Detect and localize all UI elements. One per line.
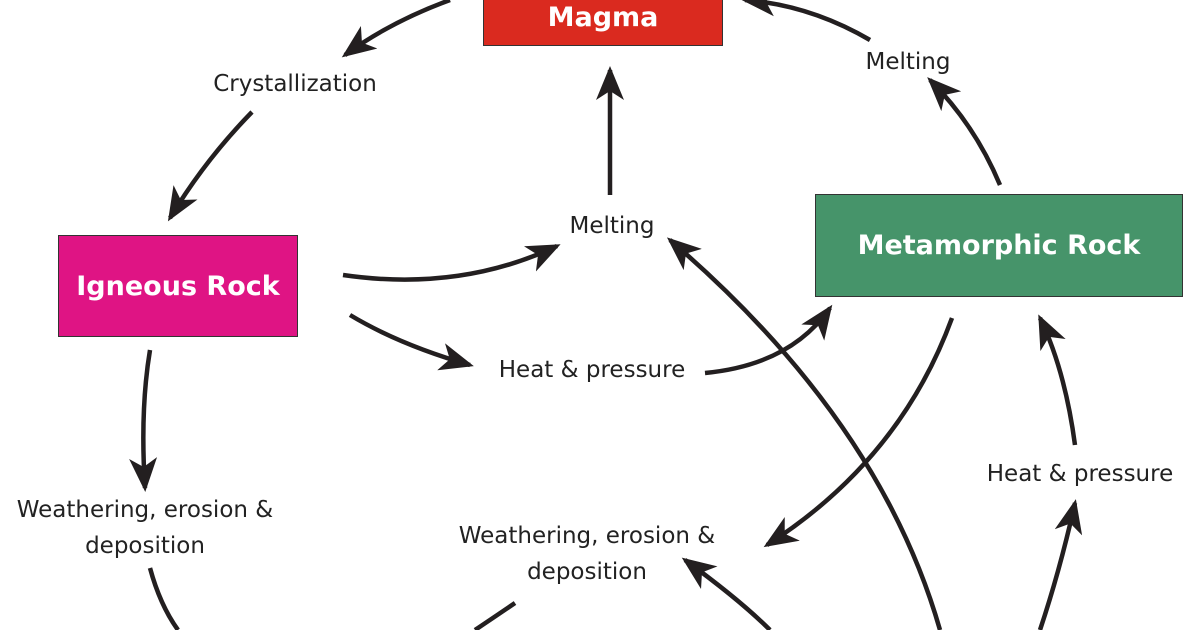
arrow-bottom-to-heat-pressure <box>1037 499 1083 630</box>
metamorphic-rock-label: Metamorphic Rock <box>857 230 1141 261</box>
weathering-center-line1: Weathering, erosion & <box>458 523 716 549</box>
weathering-left-line1: Weathering, erosion & <box>16 497 274 523</box>
igneous-rock-node: Igneous Rock <box>58 235 298 337</box>
melting-label-center: Melting <box>569 213 655 239</box>
arrow-melting-to-magma-top <box>741 0 872 42</box>
weathering-label-center: Weathering, erosion & deposition <box>446 518 728 590</box>
arrow-bottom-to-weathering-center <box>681 557 772 630</box>
arrow-heat-pressure-to-metamorphic <box>704 304 833 376</box>
arrow-metamorphic-to-weathering <box>763 317 955 548</box>
arrow-bottom-to-melting-center <box>666 237 943 630</box>
arrow-heat-pressure-to-metamorphic-right <box>1037 314 1078 446</box>
melting-label-top-right: Melting <box>865 49 951 75</box>
arrow-crystallization-to-igneous <box>167 110 254 222</box>
weathering-left-line2: deposition <box>85 533 205 559</box>
line-weathering-center-down <box>473 601 517 630</box>
igneous-rock-label: Igneous Rock <box>76 270 280 302</box>
crystallization-label: Crystallization <box>213 71 377 97</box>
weathering-label-left: Weathering, erosion & deposition <box>4 492 286 564</box>
arrow-igneous-to-melting <box>342 243 561 282</box>
magma-node: Magma <box>483 0 723 46</box>
heat-pressure-label-right: Heat & pressure <box>986 461 1174 487</box>
line-weathering-left-down <box>147 567 180 630</box>
weathering-center-line2: deposition <box>527 559 647 585</box>
magma-label: Magma <box>547 1 659 33</box>
arrow-metamorphic-to-melting <box>927 77 1003 186</box>
metamorphic-rock-node: Metamorphic Rock <box>815 194 1183 297</box>
arrow-igneous-to-weathering <box>129 349 158 492</box>
heat-pressure-label-center: Heat & pressure <box>498 357 686 383</box>
arrow-igneous-to-heat-pressure <box>348 313 474 371</box>
arrow-magma-to-crystallization <box>341 0 451 58</box>
